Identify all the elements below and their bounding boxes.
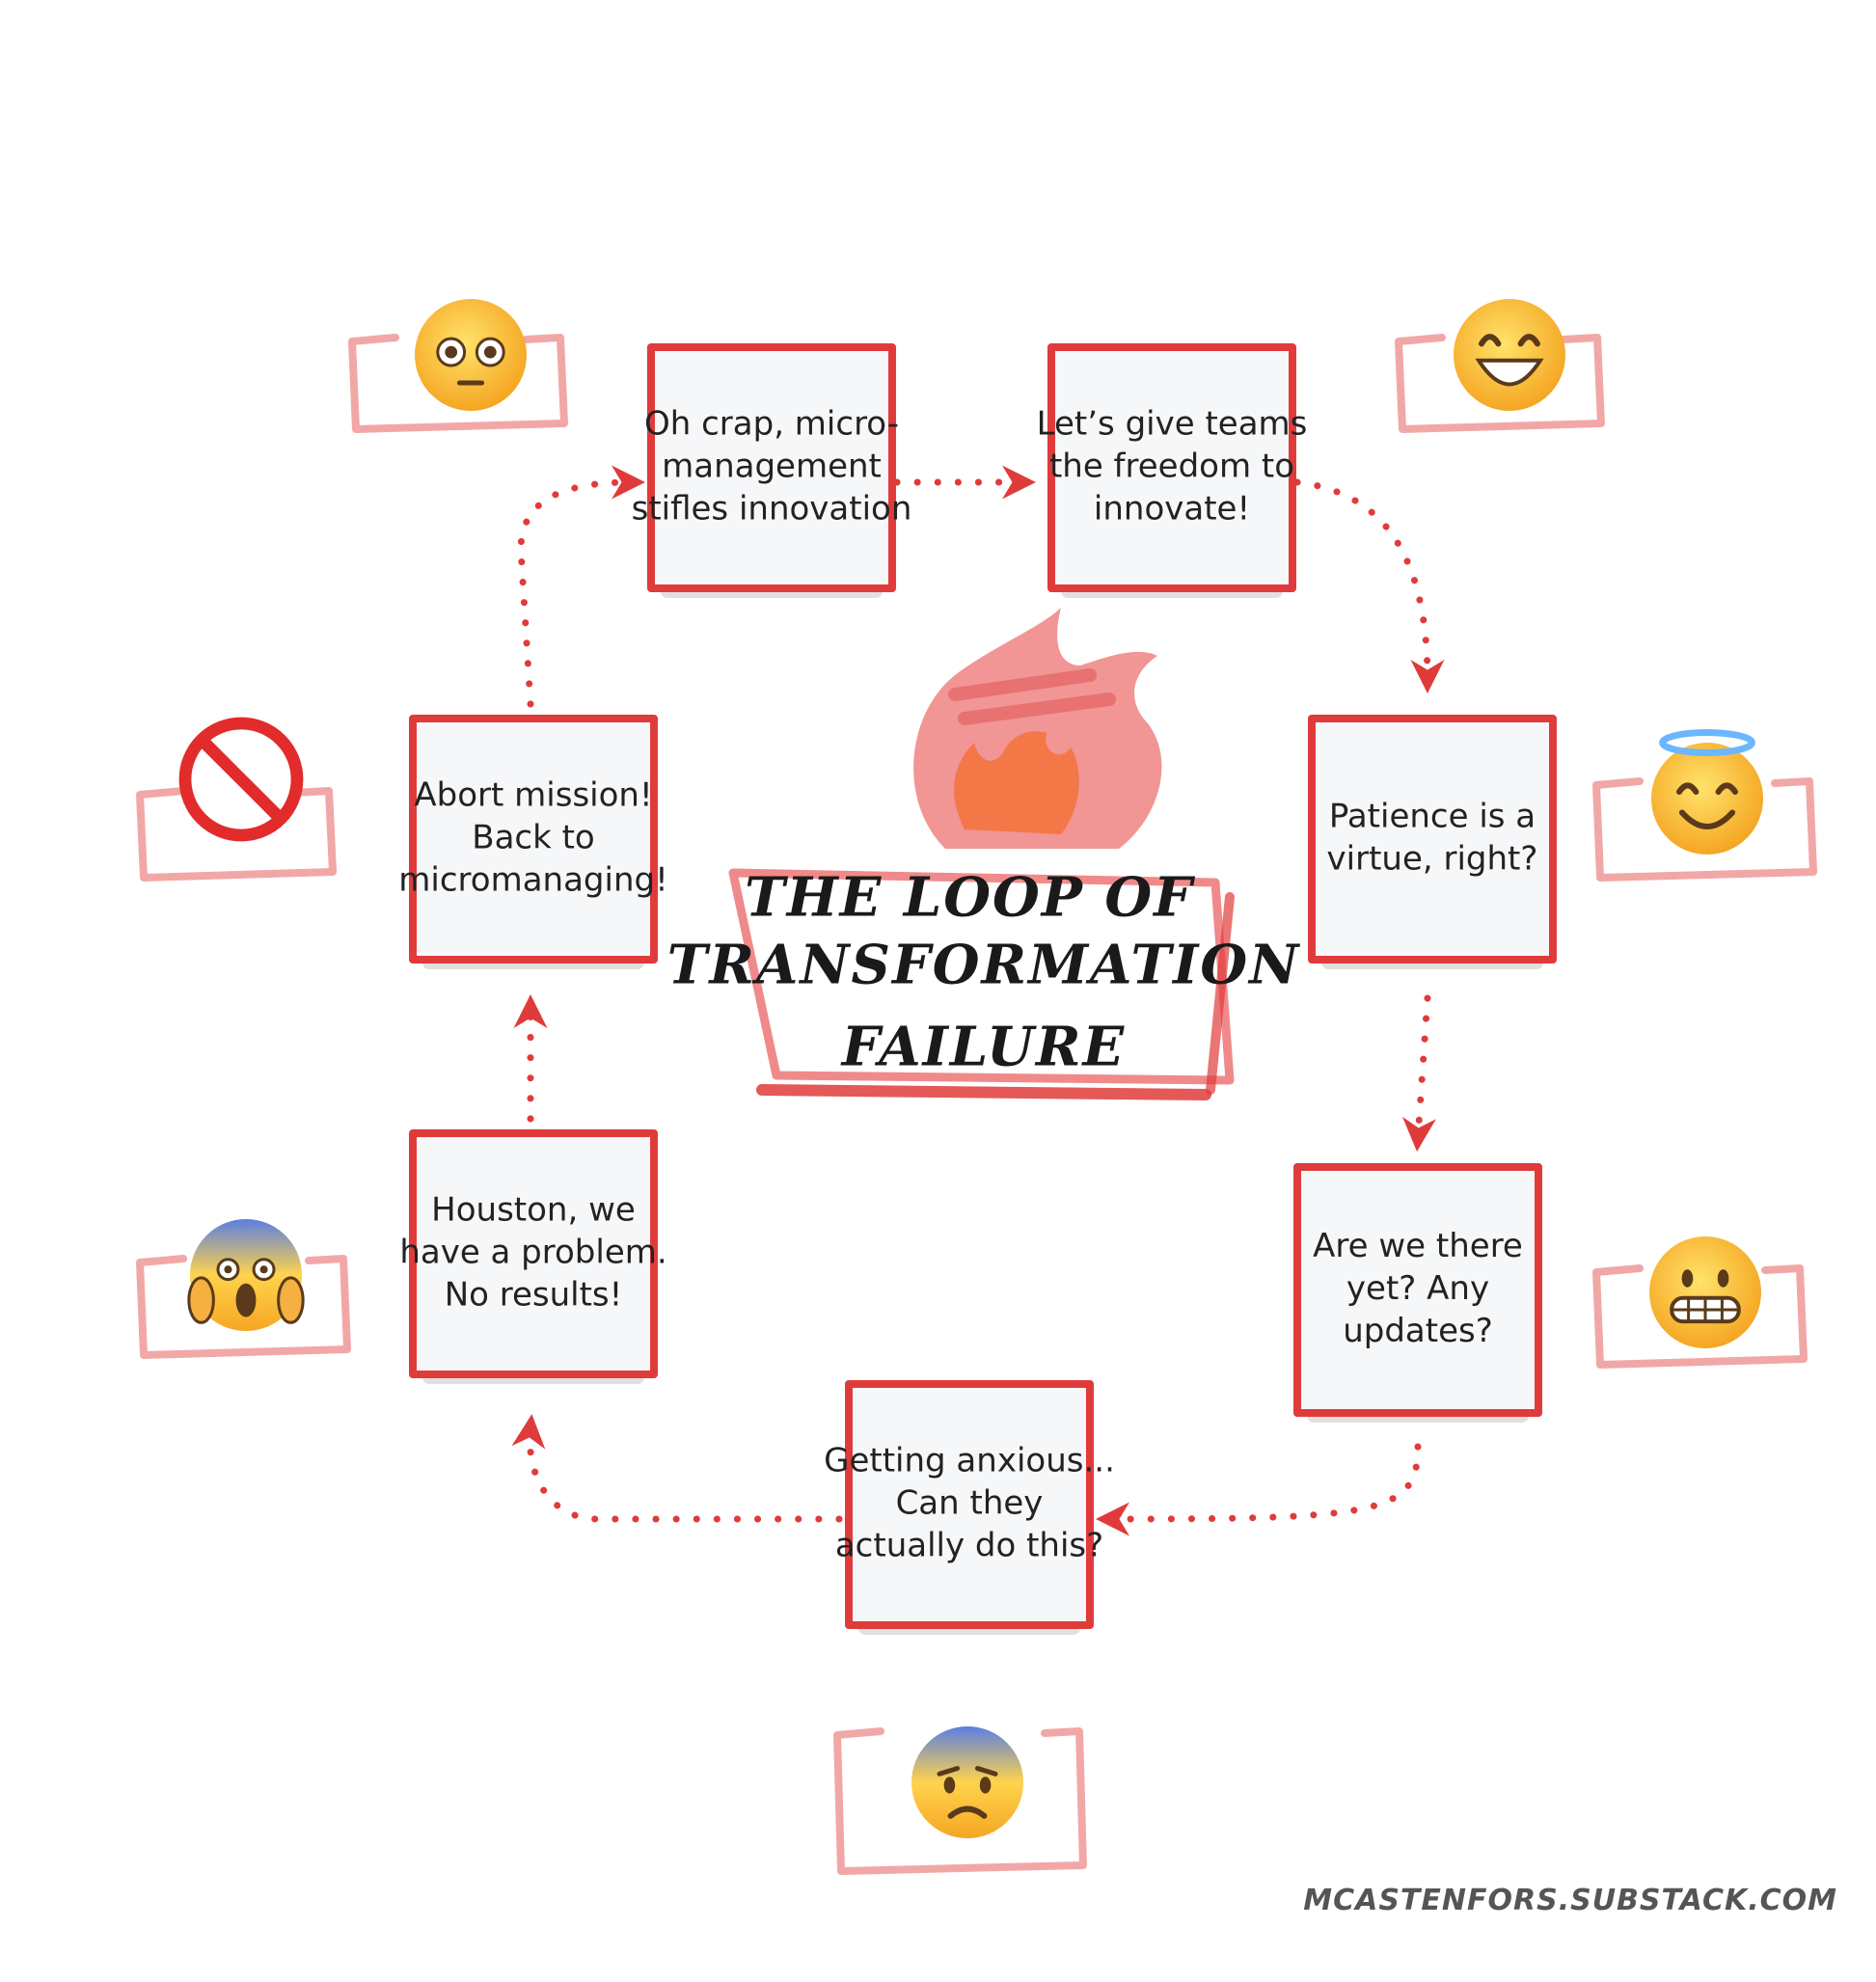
step-2-line-2: the freedom to	[1049, 448, 1294, 486]
emotion-marker-7	[136, 717, 337, 882]
emotion-bracket	[136, 787, 337, 882]
step-3-line-2: virtue, right?	[1327, 840, 1538, 879]
screaming-face-icon	[187, 1219, 305, 1331]
arrow-step2-to-step3	[1293, 478, 1445, 693]
step-card-4: Are we there yet? Any updates?	[1293, 1163, 1542, 1423]
title-line-2: TRANSFORMATION	[667, 934, 1301, 997]
arrow-step5-to-step6	[511, 1414, 843, 1523]
arrow-step7-to-step1	[517, 465, 645, 708]
center-flame-icon	[913, 608, 1162, 849]
step-4-line-2: yet? Any	[1346, 1269, 1489, 1308]
step-card-3: Patience is a virtue, right?	[1308, 715, 1557, 969]
step-card-5: Getting anxious... Can they actually do th…	[824, 1380, 1115, 1635]
step-card-2: Let’s give teams the freedom to innovate!	[1037, 343, 1308, 598]
card-frame	[1047, 343, 1296, 592]
emotion-bracket	[1395, 334, 1605, 433]
step-4-line-1: Are we there	[1313, 1227, 1523, 1265]
smiling-face-with-halo-icon	[1651, 729, 1763, 855]
step-2-line-3: innovate!	[1094, 490, 1250, 529]
step-6-line-2: have a problem.	[399, 1234, 666, 1272]
emotion-marker-6	[136, 1219, 351, 1359]
card-frame	[409, 715, 658, 964]
step-7-line-2: Back to	[472, 819, 594, 857]
grinning-face-icon	[1454, 299, 1565, 411]
step-4-line-3: updates?	[1343, 1312, 1493, 1350]
card-frame	[647, 343, 896, 592]
title-line-3: FAILURE	[840, 1016, 1127, 1079]
step-card-7: Abort mission! Back to micromanaging!	[398, 715, 668, 969]
card-frame	[1293, 1163, 1542, 1417]
emotion-marker-4	[1592, 1236, 1808, 1369]
arrow-step4-to-step5	[1096, 1443, 1422, 1536]
step-2-line-1: Let’s give teams	[1037, 405, 1308, 444]
step-3-line-1: Patience is a	[1329, 798, 1536, 836]
emotion-bracket	[136, 1255, 351, 1359]
step-1-line-2: management	[662, 448, 882, 486]
step-1-line-3: stifles innovation	[632, 490, 912, 529]
step-1-line-1: Oh crap, micro-	[644, 405, 899, 444]
flushed-face-icon	[415, 299, 527, 411]
emotion-bracket	[348, 334, 568, 433]
title-line-1: THE LOOP OF	[745, 866, 1196, 930]
emotion-marker-1	[348, 299, 568, 433]
emotion-marker-5	[833, 1726, 1087, 1875]
step-5-line-1: Getting anxious...	[824, 1442, 1115, 1480]
step-5-line-3: actually do this?	[835, 1527, 1103, 1565]
step-5-line-2: Can they	[896, 1484, 1044, 1523]
step-card-6: Houston, we have a problem. No results!	[399, 1129, 667, 1384]
step-6-line-3: No results!	[445, 1276, 623, 1315]
anxious-face-icon	[911, 1726, 1023, 1838]
step-7-line-3: micromanaging!	[398, 861, 667, 900]
card-frame	[1308, 715, 1557, 964]
emotion-bracket	[833, 1727, 1087, 1875]
title-box: THE LOOP OF TRANSFORMATION FAILURE	[667, 866, 1301, 1100]
connector-arrows	[511, 465, 1445, 1536]
step-6-line-1: Houston, we	[431, 1191, 636, 1230]
arrow-step3-to-step4	[1401, 994, 1436, 1152]
emotion-markers	[136, 299, 1817, 1875]
card-frame	[845, 1380, 1094, 1629]
card-frame	[409, 1129, 658, 1378]
emotion-marker-3	[1592, 729, 1817, 882]
step-7-line-1: Abort mission!	[414, 776, 652, 815]
grimacing-face-icon	[1649, 1236, 1761, 1348]
emotion-marker-2	[1395, 299, 1605, 433]
step-card-1: Oh crap, micro-management stifles innovat…	[632, 343, 912, 598]
footer-url: MCASTENFORS.SUBSTACK.COM	[1303, 1884, 1837, 1917]
emotion-bracket	[1592, 1264, 1808, 1369]
step-cards: Oh crap, micro-management stifles innovat…	[398, 343, 1557, 1635]
prohibited-icon	[178, 717, 304, 842]
emotion-bracket	[1592, 777, 1817, 882]
